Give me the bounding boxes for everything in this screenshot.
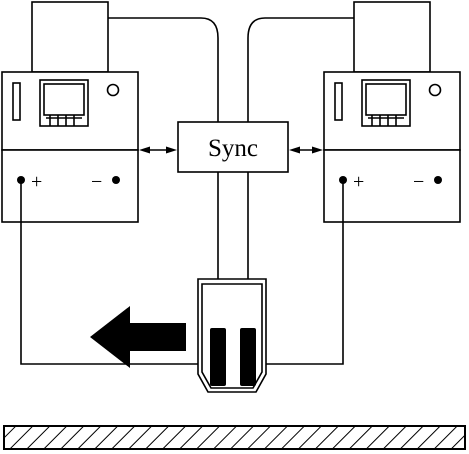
left-minus-terminal <box>112 176 120 184</box>
left-display-screen <box>39 79 89 127</box>
left-sync-connector <box>139 146 177 154</box>
electrode-right <box>240 328 256 386</box>
left-slot <box>12 82 21 121</box>
right-knob <box>428 83 442 97</box>
sync-box: Sync <box>177 121 289 173</box>
left-wire-feeder <box>31 1 109 73</box>
left-minus-label: − <box>91 171 102 193</box>
right-plus-label: + <box>353 171 364 193</box>
left-plus-label: + <box>31 171 42 193</box>
workpiece <box>3 425 466 450</box>
left-unit-lower <box>1 149 139 223</box>
right-power-source: + − <box>323 1 461 223</box>
right-wire-feeder <box>353 1 431 73</box>
right-slot <box>334 82 343 121</box>
right-display-screen <box>361 79 411 127</box>
work-cables <box>20 180 344 365</box>
left-power-source: + − <box>1 1 139 223</box>
sync-label: Sync <box>208 135 258 162</box>
right-minus-terminal <box>434 176 442 184</box>
right-unit-lower <box>323 149 461 223</box>
tandem-torch <box>197 278 267 393</box>
travel-direction-arrow <box>90 306 186 368</box>
torch-feed-cables <box>108 17 354 300</box>
electrode-left <box>210 328 226 386</box>
right-sync-connector <box>289 146 323 154</box>
left-knob <box>106 83 120 97</box>
right-minus-label: − <box>413 171 424 193</box>
